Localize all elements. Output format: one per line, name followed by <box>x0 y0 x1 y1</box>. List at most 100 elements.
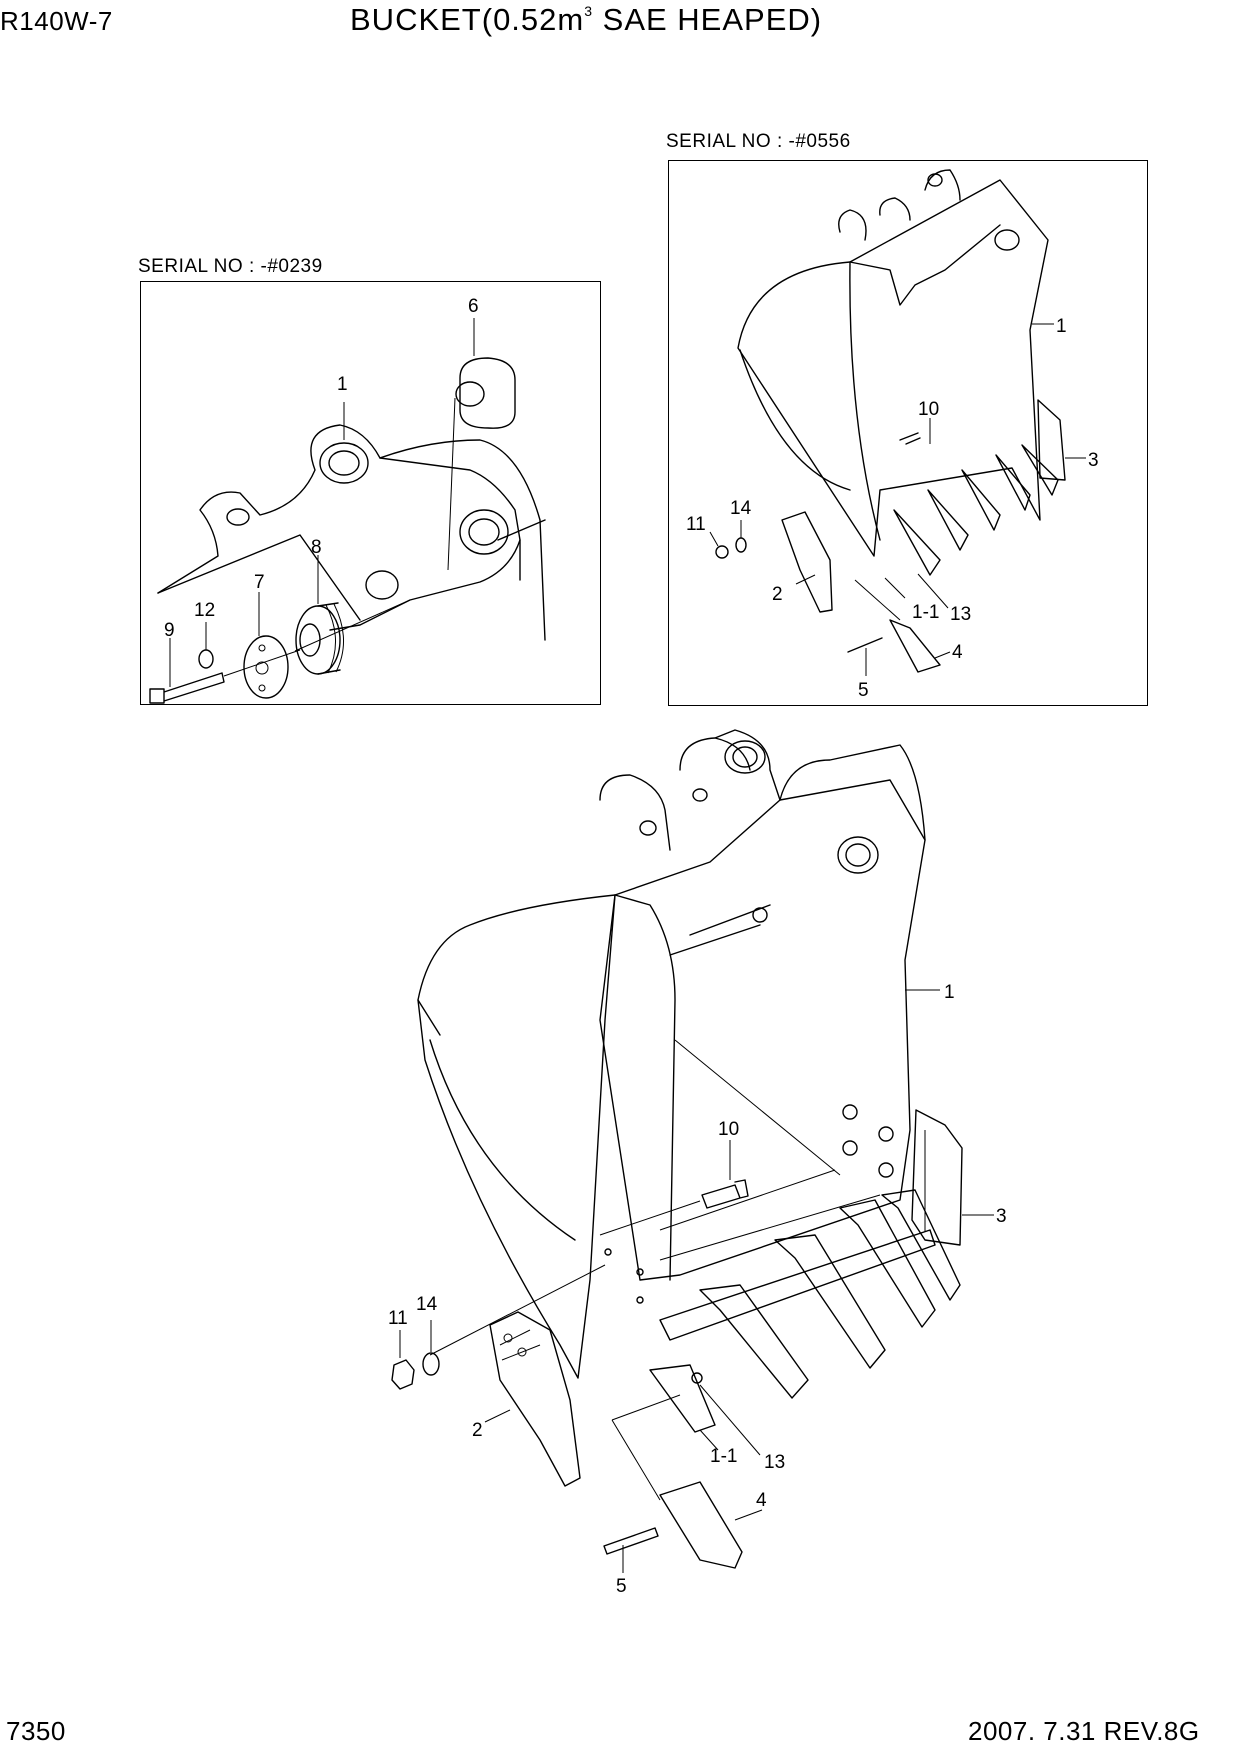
callout-a-9: 9 <box>164 620 175 641</box>
main-bucket-shell <box>417 894 616 1379</box>
main-callouts: 1 10 3 11 14 2 1-1 13 4 5 <box>388 982 1007 1597</box>
small-bucket-top <box>849 224 1001 306</box>
callout-main-2: 2 <box>472 1420 483 1441</box>
main-side-protector <box>489 1311 581 1487</box>
bucket-top-edge <box>379 439 546 641</box>
detail-panel-a <box>140 281 601 705</box>
callout-main-4: 4 <box>756 1490 767 1511</box>
main-bucket-lip <box>417 999 441 1036</box>
callout-b-10: 10 <box>918 399 939 420</box>
boss-hole-1 <box>319 442 369 484</box>
small-ear-hole <box>927 173 943 187</box>
serial-label-a: SERIAL NO : -#0239 <box>138 256 323 277</box>
main-nut-11 <box>391 1359 415 1390</box>
main-bolt-10 <box>701 1179 749 1209</box>
main-bucket-curve <box>429 1039 576 1241</box>
callout-main-13: 13 <box>764 1452 785 1473</box>
pin-bore <box>365 570 399 600</box>
boss-hole-1-inner <box>328 450 360 476</box>
title-end: SAE HEAPED) <box>593 2 823 37</box>
small-bucket-shell <box>739 349 851 491</box>
panel-b-leaders <box>709 323 1086 676</box>
main-ear-hole-1 <box>639 820 657 836</box>
pin-shaft-edges <box>317 602 341 675</box>
callout-b-2: 2 <box>772 584 783 605</box>
bushing-flange <box>459 357 516 429</box>
callout-a-7: 7 <box>254 572 265 593</box>
callout-b-14: 14 <box>730 498 752 519</box>
main-bucket-drawing <box>391 729 994 1573</box>
small-nut-11 <box>715 545 729 559</box>
main-cutting-edge <box>659 1229 936 1341</box>
callout-a-1: 1 <box>337 374 348 395</box>
callout-main-1-1: 1-1 <box>710 1446 737 1467</box>
retainer-bolt-hole-1 <box>258 644 266 652</box>
callout-b-1: 1 <box>1056 316 1067 337</box>
main-cross-bar <box>669 924 761 956</box>
main-side-cutter <box>911 1109 963 1246</box>
callout-main-3: 3 <box>996 1206 1007 1227</box>
small-washer-14 <box>735 537 747 553</box>
revision-date: 2007. 7.31 REV.8G <box>968 1716 1200 1746</box>
washer-12 <box>198 649 214 669</box>
retainer-bolt-hole-2 <box>258 684 266 692</box>
page-number: 7350 <box>6 1716 66 1746</box>
main-washer-14 <box>422 1352 440 1376</box>
main-boss-hole-2 <box>837 836 879 874</box>
main-ear-hole-3 <box>752 907 768 923</box>
page-title: BUCKET(0.52m3 SAE HEAPED) <box>350 2 822 38</box>
bushing-centerline <box>447 397 456 571</box>
main-tooth-guide <box>611 1394 681 1501</box>
main-cross-bar-2 <box>689 904 771 936</box>
main-floor-lines <box>659 1039 881 1261</box>
callout-b-4: 4 <box>952 642 963 663</box>
main-ear-plates <box>599 729 781 851</box>
boss-hole-2-inner <box>468 518 500 546</box>
pin-flange <box>295 605 341 675</box>
small-tooth-guide <box>854 579 901 621</box>
main-protector-hole-1 <box>503 1333 513 1343</box>
pin-bore-face <box>299 623 321 657</box>
main-protector-hole-2 <box>517 1347 527 1357</box>
panel-a-callouts: 1 6 8 7 12 9 <box>164 296 479 641</box>
callout-b-3: 3 <box>1088 450 1099 471</box>
callout-b-11: 11 <box>686 514 706 535</box>
small-bolt-10 <box>899 432 921 445</box>
callout-b-13: 13 <box>950 604 971 625</box>
bucket-rim <box>497 519 546 581</box>
small-bucket-side-plate <box>849 261 881 541</box>
pin-centerline <box>294 599 411 652</box>
callout-a-8: 8 <box>311 537 322 558</box>
small-side-cutter <box>1037 399 1066 481</box>
small-boss-hole <box>994 229 1020 251</box>
main-leaders <box>399 989 994 1573</box>
main-adapter <box>649 1364 716 1433</box>
bushing-bore <box>455 381 485 407</box>
title-main: BUCKET(0.52m <box>350 2 585 37</box>
bracket-inner <box>157 534 361 621</box>
panel-a-leaders <box>169 318 475 687</box>
pin-grooves <box>325 603 345 674</box>
main-ear-hole-2 <box>692 788 708 802</box>
callout-main-14: 14 <box>416 1294 438 1315</box>
small-teeth <box>893 444 1059 576</box>
main-side-protector-detail <box>499 1329 541 1361</box>
bolt-9 <box>149 672 225 704</box>
main-boss-hole-2-inner <box>845 843 871 867</box>
callout-a-6: 6 <box>468 296 479 317</box>
panel-b-callouts: 1 10 3 14 11 2 1-1 13 4 5 <box>686 316 1099 701</box>
callout-b-1-1: 1-1 <box>912 602 939 623</box>
main-side-plate-edge <box>614 894 676 1281</box>
small-tooth-4 <box>889 619 941 673</box>
small-bucket-ears <box>838 169 961 241</box>
main-protector-guide <box>429 1264 606 1356</box>
main-side-bolts <box>604 1104 894 1304</box>
callout-b-5: 5 <box>858 680 869 701</box>
model-number: R140W-7 <box>0 6 113 36</box>
main-top-bar <box>779 744 926 841</box>
main-teeth <box>699 1189 961 1399</box>
main-bolt-axis <box>599 1200 701 1236</box>
bracket-outline <box>157 424 521 631</box>
callout-main-10: 10 <box>718 1119 739 1140</box>
